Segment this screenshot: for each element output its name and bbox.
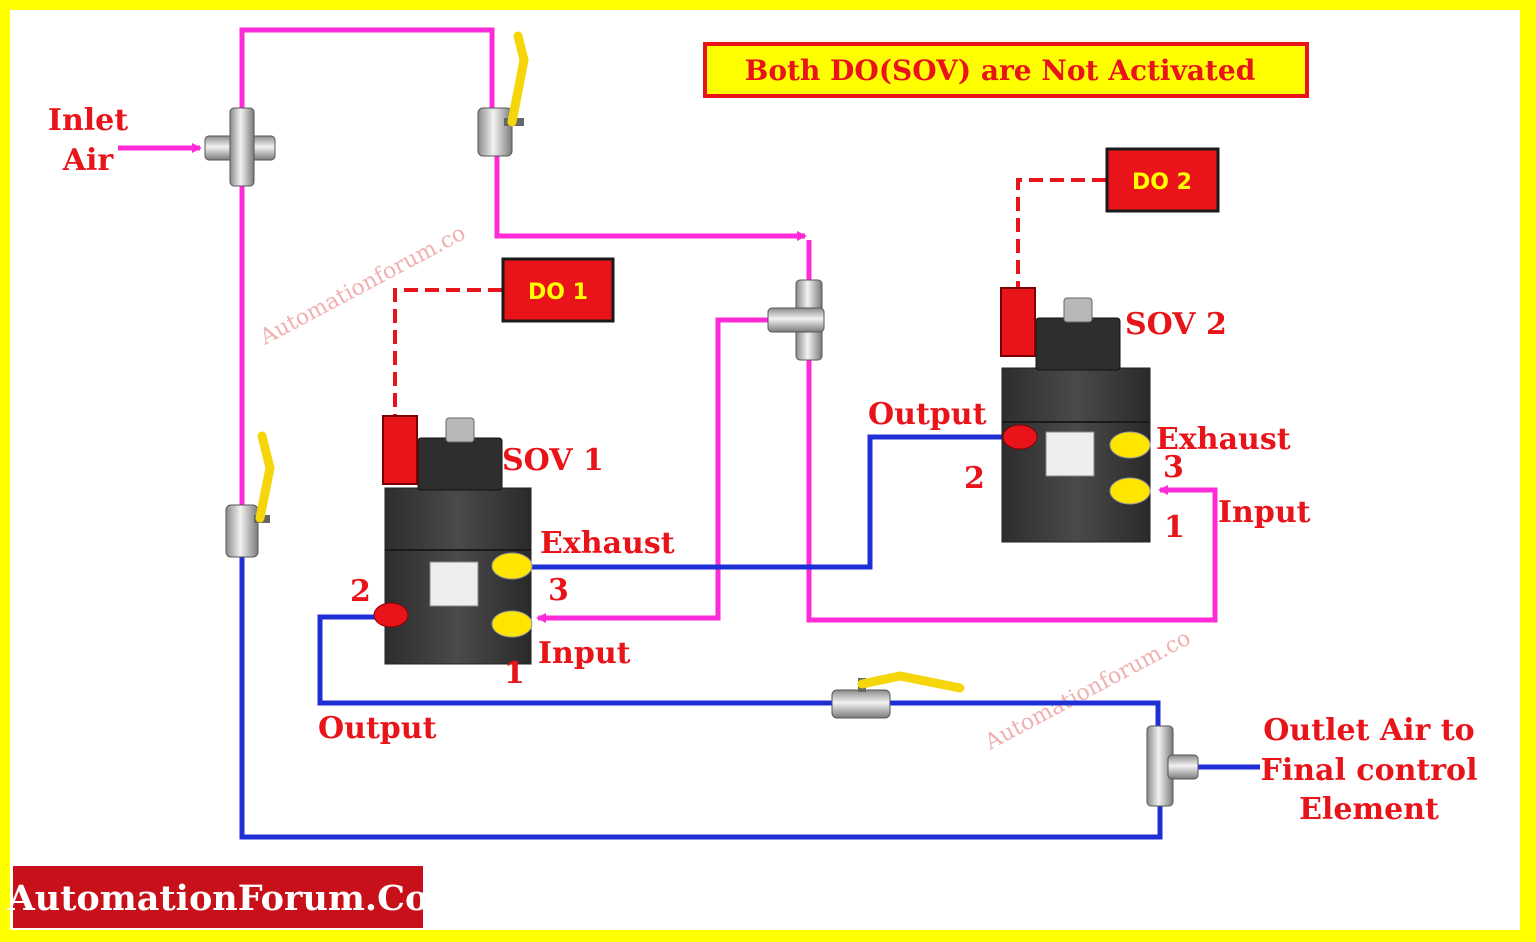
do2-box: DO 2 [1105,147,1220,213]
sov1-output-label: Output [318,711,437,746]
supply-top-loop [239,27,495,150]
sov1-port3-label: 3 [548,573,569,608]
bypass-line [239,545,1163,840]
sov2-exhaust-label: Exhaust [1156,422,1291,457]
watermark: Automationforum.co [255,221,470,351]
outlet-label-line2: Final control [1261,753,1478,788]
sov1-input-port [491,610,533,638]
sov2-exhaust-port [1109,431,1151,459]
sov1-nameplate [429,561,479,607]
sov1-exhaust-label: Exhaust [540,526,675,561]
sov2-input-label: Input [1218,495,1311,530]
top-ball-valve [477,31,529,157]
sov2-solenoid-connector [1000,287,1036,357]
inlet-label-line2: Air [62,143,115,178]
sov1-port2-label: 2 [350,574,371,609]
supply-to-sov1-input [536,317,770,623]
sov1-valve [373,415,533,665]
inlet-label-line1: Inlet [48,103,128,138]
outlet-label-line3: Element [1299,792,1439,827]
diagram-frame [10,10,1520,930]
sov1-output-line [317,614,1161,740]
do2-label: DO 2 [1132,170,1192,195]
sov1-label: SOV 1 [502,443,604,478]
sov1-coil [417,437,503,491]
output-lines [239,434,1260,840]
brand-text: AutomationForum.Co [7,878,429,919]
status-title: Both DO(SOV) are Not Activated [745,54,1256,87]
supply-to-sov2-input [806,240,1218,623]
sov2-port3-label: 3 [1163,450,1184,485]
left-ball-valve [225,431,275,558]
sov1-output-port [373,602,409,628]
do1-box: DO 1 [501,257,615,323]
do1-signal-line [393,288,502,418]
signal-lines [393,178,1106,418]
sov1-exhaust-to-sov2-output [530,434,1020,570]
sov2-valve [1000,287,1151,543]
sov1-exhaust-port [491,552,533,580]
air-supply-lines [118,27,1218,623]
brand-banner: AutomationForum.Co [7,866,429,928]
sov2-nameplate [1045,431,1095,477]
supply-to-tee [494,150,807,241]
center-tee-fitting [767,279,825,361]
sov2-output-label: Output [868,397,987,432]
do2-signal-line [1016,178,1106,290]
sov2-input-port [1109,477,1151,505]
sov2-coil [1035,317,1121,371]
do1-label: DO 1 [528,280,588,305]
sov1-port1-label: 1 [504,656,525,691]
status-title-box: Both DO(SOV) are Not Activated [703,42,1309,98]
bottom-ball-valve [831,671,965,719]
sov2-port1-label: 1 [1164,510,1185,545]
inlet-tee-fitting [204,107,276,187]
sov1-input-label: Input [538,636,631,671]
sov2-label: SOV 2 [1125,307,1227,342]
sov2-port2-label: 2 [964,461,985,496]
sov2-output-port [1002,424,1038,450]
outlet-label-line1: Outlet Air to [1263,713,1474,748]
outlet-tee-fitting [1146,725,1199,807]
sov1-solenoid-connector [382,415,418,485]
